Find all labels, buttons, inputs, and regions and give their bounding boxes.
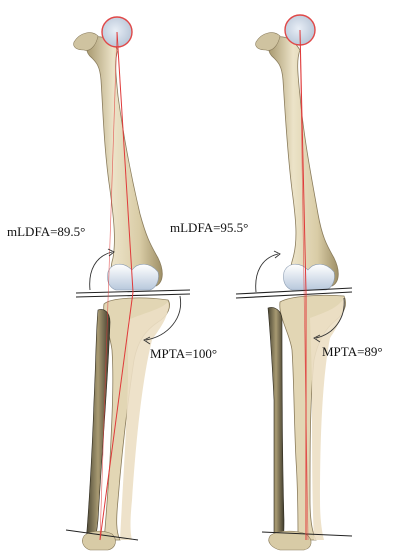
right-leg [236, 15, 352, 550]
right-tibia-medial [310, 298, 344, 540]
left-mpta-label: MPTA=100° [150, 347, 217, 360]
left-leg [66, 17, 190, 550]
right-mldfa-arc [256, 254, 278, 292]
right-mldfa-label: mLDFA=95.5° [170, 221, 248, 234]
right-fibula [268, 308, 284, 543]
right-mpta-label: MPTA=89° [322, 345, 383, 358]
left-ankle [82, 531, 115, 550]
left-mldfa-label: mLDFA=89.5° [7, 225, 85, 238]
